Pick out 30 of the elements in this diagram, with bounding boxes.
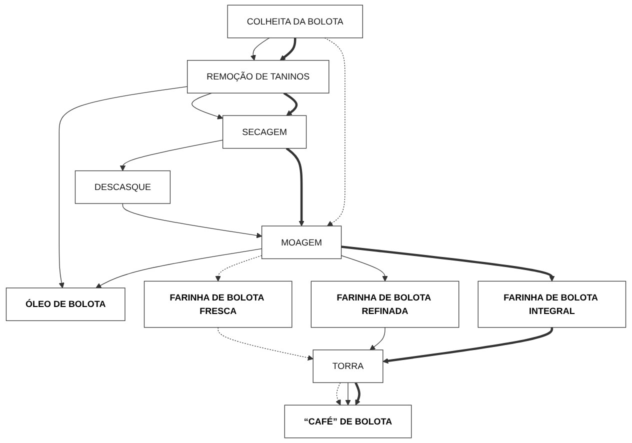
arrow <box>280 38 296 61</box>
node-box: REMOÇÃO DE TANINOS <box>187 60 330 94</box>
node-box: FARINHA DE BOLOTA REFINADA <box>310 280 460 328</box>
arrow <box>250 38 270 61</box>
arrow <box>341 246 555 282</box>
arrow <box>58 86 188 288</box>
arrow <box>215 255 262 282</box>
node-box: “CAFÉ” DE BOLOTA <box>284 404 412 438</box>
arrow <box>340 255 388 282</box>
node-box: ÓLEO DE BOLOTA <box>6 288 126 322</box>
node-box: SECAGEM <box>222 115 307 149</box>
node-box: MOAGEM <box>262 226 342 260</box>
arrow <box>382 327 554 364</box>
arrow <box>286 147 304 226</box>
arrow <box>120 140 224 172</box>
arrow <box>218 327 314 361</box>
node-box: TORRA <box>312 350 384 383</box>
arrow <box>345 382 351 406</box>
arrow <box>354 382 360 406</box>
node-box: COLHEITA DA BOLOTA <box>227 4 363 38</box>
arrow <box>192 92 224 120</box>
node-box: FARINHA DE BOLOTA FRESCA <box>144 280 292 328</box>
arrow <box>336 382 341 406</box>
arrow <box>324 38 346 226</box>
arrow <box>96 248 262 288</box>
arrow <box>122 203 262 238</box>
node-box: FARINHA DE BOLOTA INTEGRAL <box>478 280 626 328</box>
node-box: DESCASQUE <box>74 170 171 204</box>
arrow <box>370 327 386 350</box>
arrow <box>283 92 298 116</box>
